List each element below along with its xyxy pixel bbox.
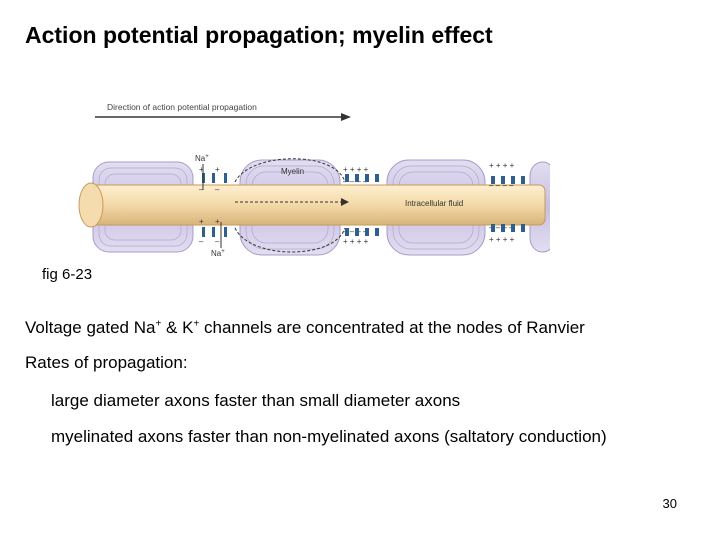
svg-text:+: +: [199, 217, 204, 226]
body-line-rates: Rates of propagation:: [25, 353, 188, 372]
local-current-loop-bottom: [234, 227, 346, 253]
figure-caption: fig 6-23: [42, 266, 93, 283]
node-1-charges: + + – – + + – –: [199, 165, 220, 246]
svg-text:+ + + +: + + + +: [343, 237, 369, 246]
body-line-diameter: large diameter axons faster than small d…: [51, 391, 461, 410]
svg-text:+ + + +: + + + +: [489, 161, 515, 170]
svg-text:+: +: [215, 217, 220, 226]
svg-text:–: –: [215, 185, 220, 194]
slide-title: Action potential propagation; myelin eff…: [25, 22, 493, 48]
direction-arrowhead: [341, 113, 351, 121]
body-line-channels: Voltage gated Na+ & K+ channels are conc…: [25, 318, 585, 338]
line1-part-c: channels are concentrated at the nodes o…: [199, 318, 585, 337]
node-2-channels: [345, 174, 379, 236]
svg-text:–: –: [199, 185, 204, 194]
myelin-label: Myelin: [281, 167, 304, 176]
axon: [86, 184, 546, 226]
line1-part-b: & K: [161, 318, 194, 337]
axon-end: [78, 182, 104, 228]
node-3-channels: [491, 176, 525, 232]
line1-sup-na: +: [155, 318, 162, 330]
intracellular-fluid-label: Intracellular fluid: [405, 199, 463, 208]
body-line-myelinated: myelinated axons faster than non-myelina…: [51, 427, 607, 446]
line1-sup-k: +: [193, 318, 200, 330]
svg-text:–: –: [199, 237, 204, 246]
svg-text:+: +: [215, 165, 220, 174]
local-current-arrowhead: [341, 198, 349, 206]
svg-text:+ + + +: + + + +: [343, 165, 369, 174]
page-number: 30: [662, 496, 677, 511]
direction-label: Direction of action potential propagatio…: [107, 102, 257, 112]
na-label-top: Na+: [195, 154, 209, 163]
svg-text:+: +: [199, 165, 204, 174]
myelinated-axon-figure: Direction of action potential propagatio…: [78, 102, 550, 258]
svg-text:–: –: [215, 237, 220, 246]
line1-part-a: Voltage gated Na: [25, 318, 156, 337]
local-current-loop-top: [234, 158, 346, 183]
na-label-bottom: Na+: [211, 249, 225, 258]
svg-text:+ + + +: + + + +: [489, 235, 515, 244]
svg-text:– – – –: – – – –: [489, 181, 514, 190]
